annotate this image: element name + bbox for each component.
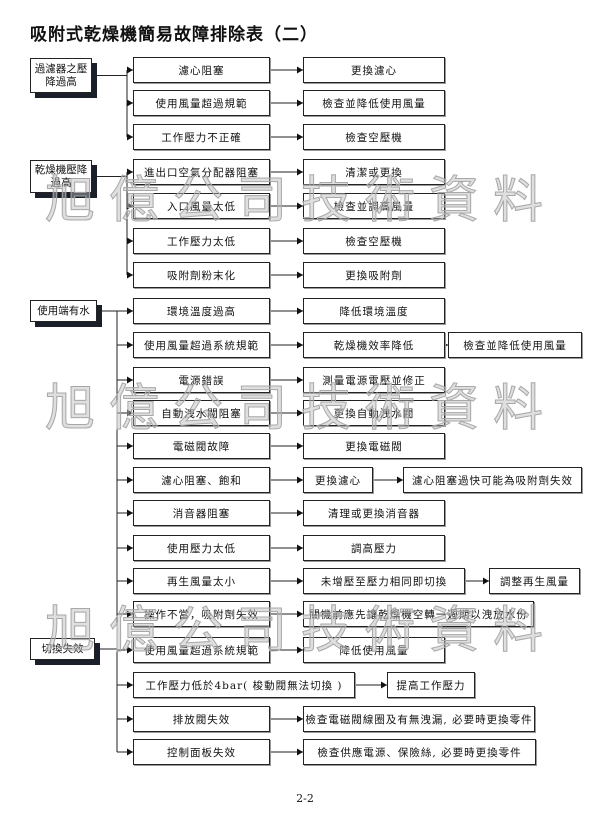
remedy-box: 清理或更換消音器 (303, 500, 445, 526)
cause-box: 使用風量超過規範 (133, 90, 270, 116)
arrowhead-icon (127, 681, 133, 689)
arrowhead-icon (127, 376, 133, 384)
remedy-box: 檢查並調高風量 (303, 193, 445, 219)
remedy-box: 更換電磁閥 (303, 433, 445, 459)
cause-box: 電源錯誤 (133, 367, 270, 393)
arrowhead-icon (127, 307, 133, 315)
arrowhead-icon (127, 341, 133, 349)
cause-box: 消音器阻塞 (133, 500, 270, 526)
followup-box: 調整再生風量 (489, 568, 580, 594)
cause-box: 控制面板失效 (133, 739, 270, 765)
arrowhead-icon (297, 409, 303, 417)
cause-box: 使用壓力太低 (133, 535, 270, 561)
arrowhead-icon (127, 168, 133, 176)
arrowhead-icon (127, 646, 133, 654)
arrowhead-icon (127, 66, 133, 74)
remedy-box: 檢查空壓機 (303, 124, 445, 150)
followup-box: 濾心阻塞過快可能為吸附劑失效 (403, 467, 582, 493)
remedy-box: 未增壓至壓力相同即切換 (303, 568, 465, 594)
arrowhead-icon (127, 202, 133, 210)
remedy-box: 檢查供應電源、保險絲, 必要時更換零件 (303, 739, 536, 765)
cause-box: 進出口空氣分配器阻塞 (133, 159, 270, 185)
arrowhead-icon (297, 376, 303, 384)
arrowhead-icon (297, 99, 303, 107)
cause-box: 環境溫度過高 (133, 298, 270, 324)
arrowhead-icon (127, 509, 133, 517)
arrowhead-icon (297, 715, 303, 723)
arrowhead-icon (127, 409, 133, 417)
arrowhead-icon (297, 341, 303, 349)
arrowhead-icon (127, 237, 133, 245)
cause-box: 工作壓力太低 (133, 228, 270, 254)
section-label: 乾燥機壓降過高 (30, 160, 92, 193)
arrowhead-icon (297, 577, 303, 585)
cause-box: 工作壓力不正確 (133, 124, 270, 150)
arrowhead-icon (483, 577, 489, 585)
arrowhead-icon (297, 133, 303, 141)
cause-box: 濾心阻塞、飽和 (133, 467, 270, 493)
arrowhead-icon (297, 307, 303, 315)
cause-box: 使用風量超過系統規範 (133, 332, 270, 358)
arrowhead-icon (297, 202, 303, 210)
cause-box: 入口風量太低 (133, 193, 270, 219)
cause-box: 自動洩水閥阻塞 (133, 400, 270, 426)
cause-box: 排放閥失效 (133, 706, 270, 732)
arrowhead-icon (127, 610, 133, 618)
arrowhead-icon (127, 99, 133, 107)
page-number: 2-2 (296, 792, 314, 805)
arrowhead-icon (297, 509, 303, 517)
remedy-box: 更換吸附劑 (303, 262, 445, 288)
arrowhead-icon (297, 476, 303, 484)
cause-box: 工作壓力低於4bar( 梭動閥無法切換 ) (133, 672, 355, 698)
remedy-box: 降低環境溫度 (303, 298, 445, 324)
remedy-box: 檢查電磁閥線圈及有無洩漏, 必要時更換零件 (303, 706, 535, 732)
arrowhead-icon (127, 271, 133, 279)
remedy-box: 檢查並降低使用風量 (303, 90, 445, 116)
arrowhead-icon (127, 442, 133, 450)
remedy-box: 關機前應先讓乾燥機空轉一週期以洩放水份 (303, 601, 534, 627)
remedy-box: 更換自動洩水閥 (303, 400, 445, 426)
cause-box: 吸附劑粉末化 (133, 262, 270, 288)
remedy-box: 降低使用風量 (303, 637, 445, 663)
cause-box: 再生風量太小 (133, 568, 270, 594)
arrowhead-icon (127, 748, 133, 756)
arrowhead-icon (297, 442, 303, 450)
followup-box: 檢查並降低使用風量 (448, 332, 582, 358)
remedy-box: 清潔或更換 (303, 159, 445, 185)
remedy-box: 更換濾心 (303, 57, 445, 83)
remedy-box: 提高工作壓力 (387, 672, 475, 698)
arrowhead-icon (297, 748, 303, 756)
arrowhead-icon (297, 610, 303, 618)
cause-box: 濾心阻塞 (133, 57, 270, 83)
arrowhead-icon (127, 476, 133, 484)
cause-box: 使用風量超過系統規範 (133, 637, 270, 663)
arrowhead-icon (297, 544, 303, 552)
arrowhead-icon (127, 715, 133, 723)
arrowhead-icon (127, 577, 133, 585)
cause-box: 操作不當，吸附劑失效 (133, 601, 270, 627)
arrowhead-icon (297, 66, 303, 74)
remedy-box: 更換濾心 (303, 467, 373, 493)
section-label: 切換失效 (30, 638, 95, 660)
remedy-box: 檢查空壓機 (303, 228, 445, 254)
arrowhead-icon (297, 237, 303, 245)
arrowhead-icon (127, 544, 133, 552)
arrowhead-icon (297, 646, 303, 654)
arrowhead-icon (381, 681, 387, 689)
arrowhead-icon (127, 133, 133, 141)
section-label: 使用端有水 (30, 300, 97, 322)
section-label: 過濾器之壓降過高 (30, 58, 92, 93)
arrowhead-icon (297, 168, 303, 176)
page-title: 吸附式乾燥機簡易故障排除表（二） (30, 25, 318, 45)
arrowhead-icon (397, 476, 403, 484)
remedy-box: 乾燥機效率降低 (303, 332, 445, 358)
cause-box: 電磁閥故障 (133, 433, 270, 459)
arrowhead-icon (297, 271, 303, 279)
remedy-box: 調高壓力 (303, 535, 445, 561)
remedy-box: 測量電源電壓並修正 (303, 367, 445, 393)
